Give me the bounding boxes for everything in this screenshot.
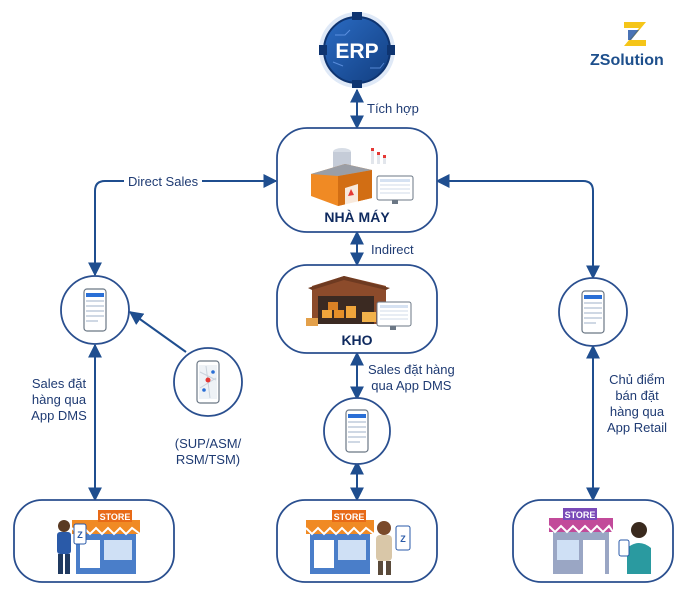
label-sales-order-center: Sales đặt hàng qua App DMS [368, 362, 455, 394]
edge-retail-factory [435, 174, 600, 280]
phone-node-supervisor [173, 347, 243, 417]
label-line: Chủ điểm [609, 372, 665, 387]
factory-node: NHÀ MÁY [276, 127, 438, 233]
map-phone-icon [196, 360, 220, 404]
warehouse-title: KHO [341, 332, 372, 348]
connectors [88, 88, 600, 502]
phone-node-right [558, 277, 628, 347]
label-line: App Retail [607, 420, 667, 435]
edge-supervisor [128, 311, 187, 353]
gear-icon [319, 12, 395, 88]
store-icon: STORE [548, 508, 614, 574]
brand-name: ZSolution [590, 52, 664, 69]
edge-direct-sales [88, 174, 278, 277]
factory-icon [311, 148, 414, 206]
label-line: qua App DMS [371, 378, 452, 393]
svg-text:STORE: STORE [334, 512, 365, 522]
svg-text:Z: Z [77, 530, 83, 540]
person-icon [618, 522, 651, 574]
person-icon: Z [57, 520, 87, 574]
label-line: hàng qua [31, 392, 87, 407]
mobile-phone-icon [83, 288, 107, 332]
erp-node: ERP [319, 12, 395, 88]
zsolution-logo [624, 22, 646, 46]
factory-title: NHÀ MÁY [324, 209, 390, 225]
mobile-phone-icon [581, 290, 605, 334]
store-icon: STORE [305, 510, 375, 574]
phone-node-left [60, 275, 130, 345]
label-retail-order: Chủ điểm bán đặt hàng qua App Retail [597, 372, 677, 436]
phone-node-center [323, 397, 391, 465]
svg-text:Z: Z [400, 534, 406, 544]
label-line: bán đặt [615, 388, 659, 403]
label-line: hàng qua [609, 404, 665, 419]
warehouse-icon [306, 276, 412, 330]
label-line: RSM/TSM) [175, 452, 241, 467]
svg-text:STORE: STORE [565, 510, 596, 520]
store-node-right: STORE [512, 499, 674, 583]
label-sales-order-left: Sales đặt hàng qua App DMS [22, 376, 96, 424]
warehouse-node: KHO [276, 264, 438, 354]
store-node-center: STORE Z [276, 499, 438, 583]
store-sign: STORE [100, 512, 131, 522]
label-indirect: Indirect [371, 242, 414, 257]
label-line: (SUP/ASM/ [174, 436, 242, 451]
mobile-phone-icon [345, 409, 369, 453]
label-line: Sales đặt hàng [368, 362, 455, 377]
label-direct-sales: Direct Sales [124, 174, 203, 190]
label-line: Sales đặt [31, 376, 87, 391]
store-node-left: STORE Z [13, 499, 175, 583]
label-integration: Tích hợp [367, 101, 419, 116]
erp-label: ERP [335, 40, 378, 63]
label-supervisors: (SUP/ASM/ RSM/TSM) [170, 436, 246, 468]
person-icon: Z [376, 521, 411, 575]
label-line: App DMS [31, 408, 87, 423]
